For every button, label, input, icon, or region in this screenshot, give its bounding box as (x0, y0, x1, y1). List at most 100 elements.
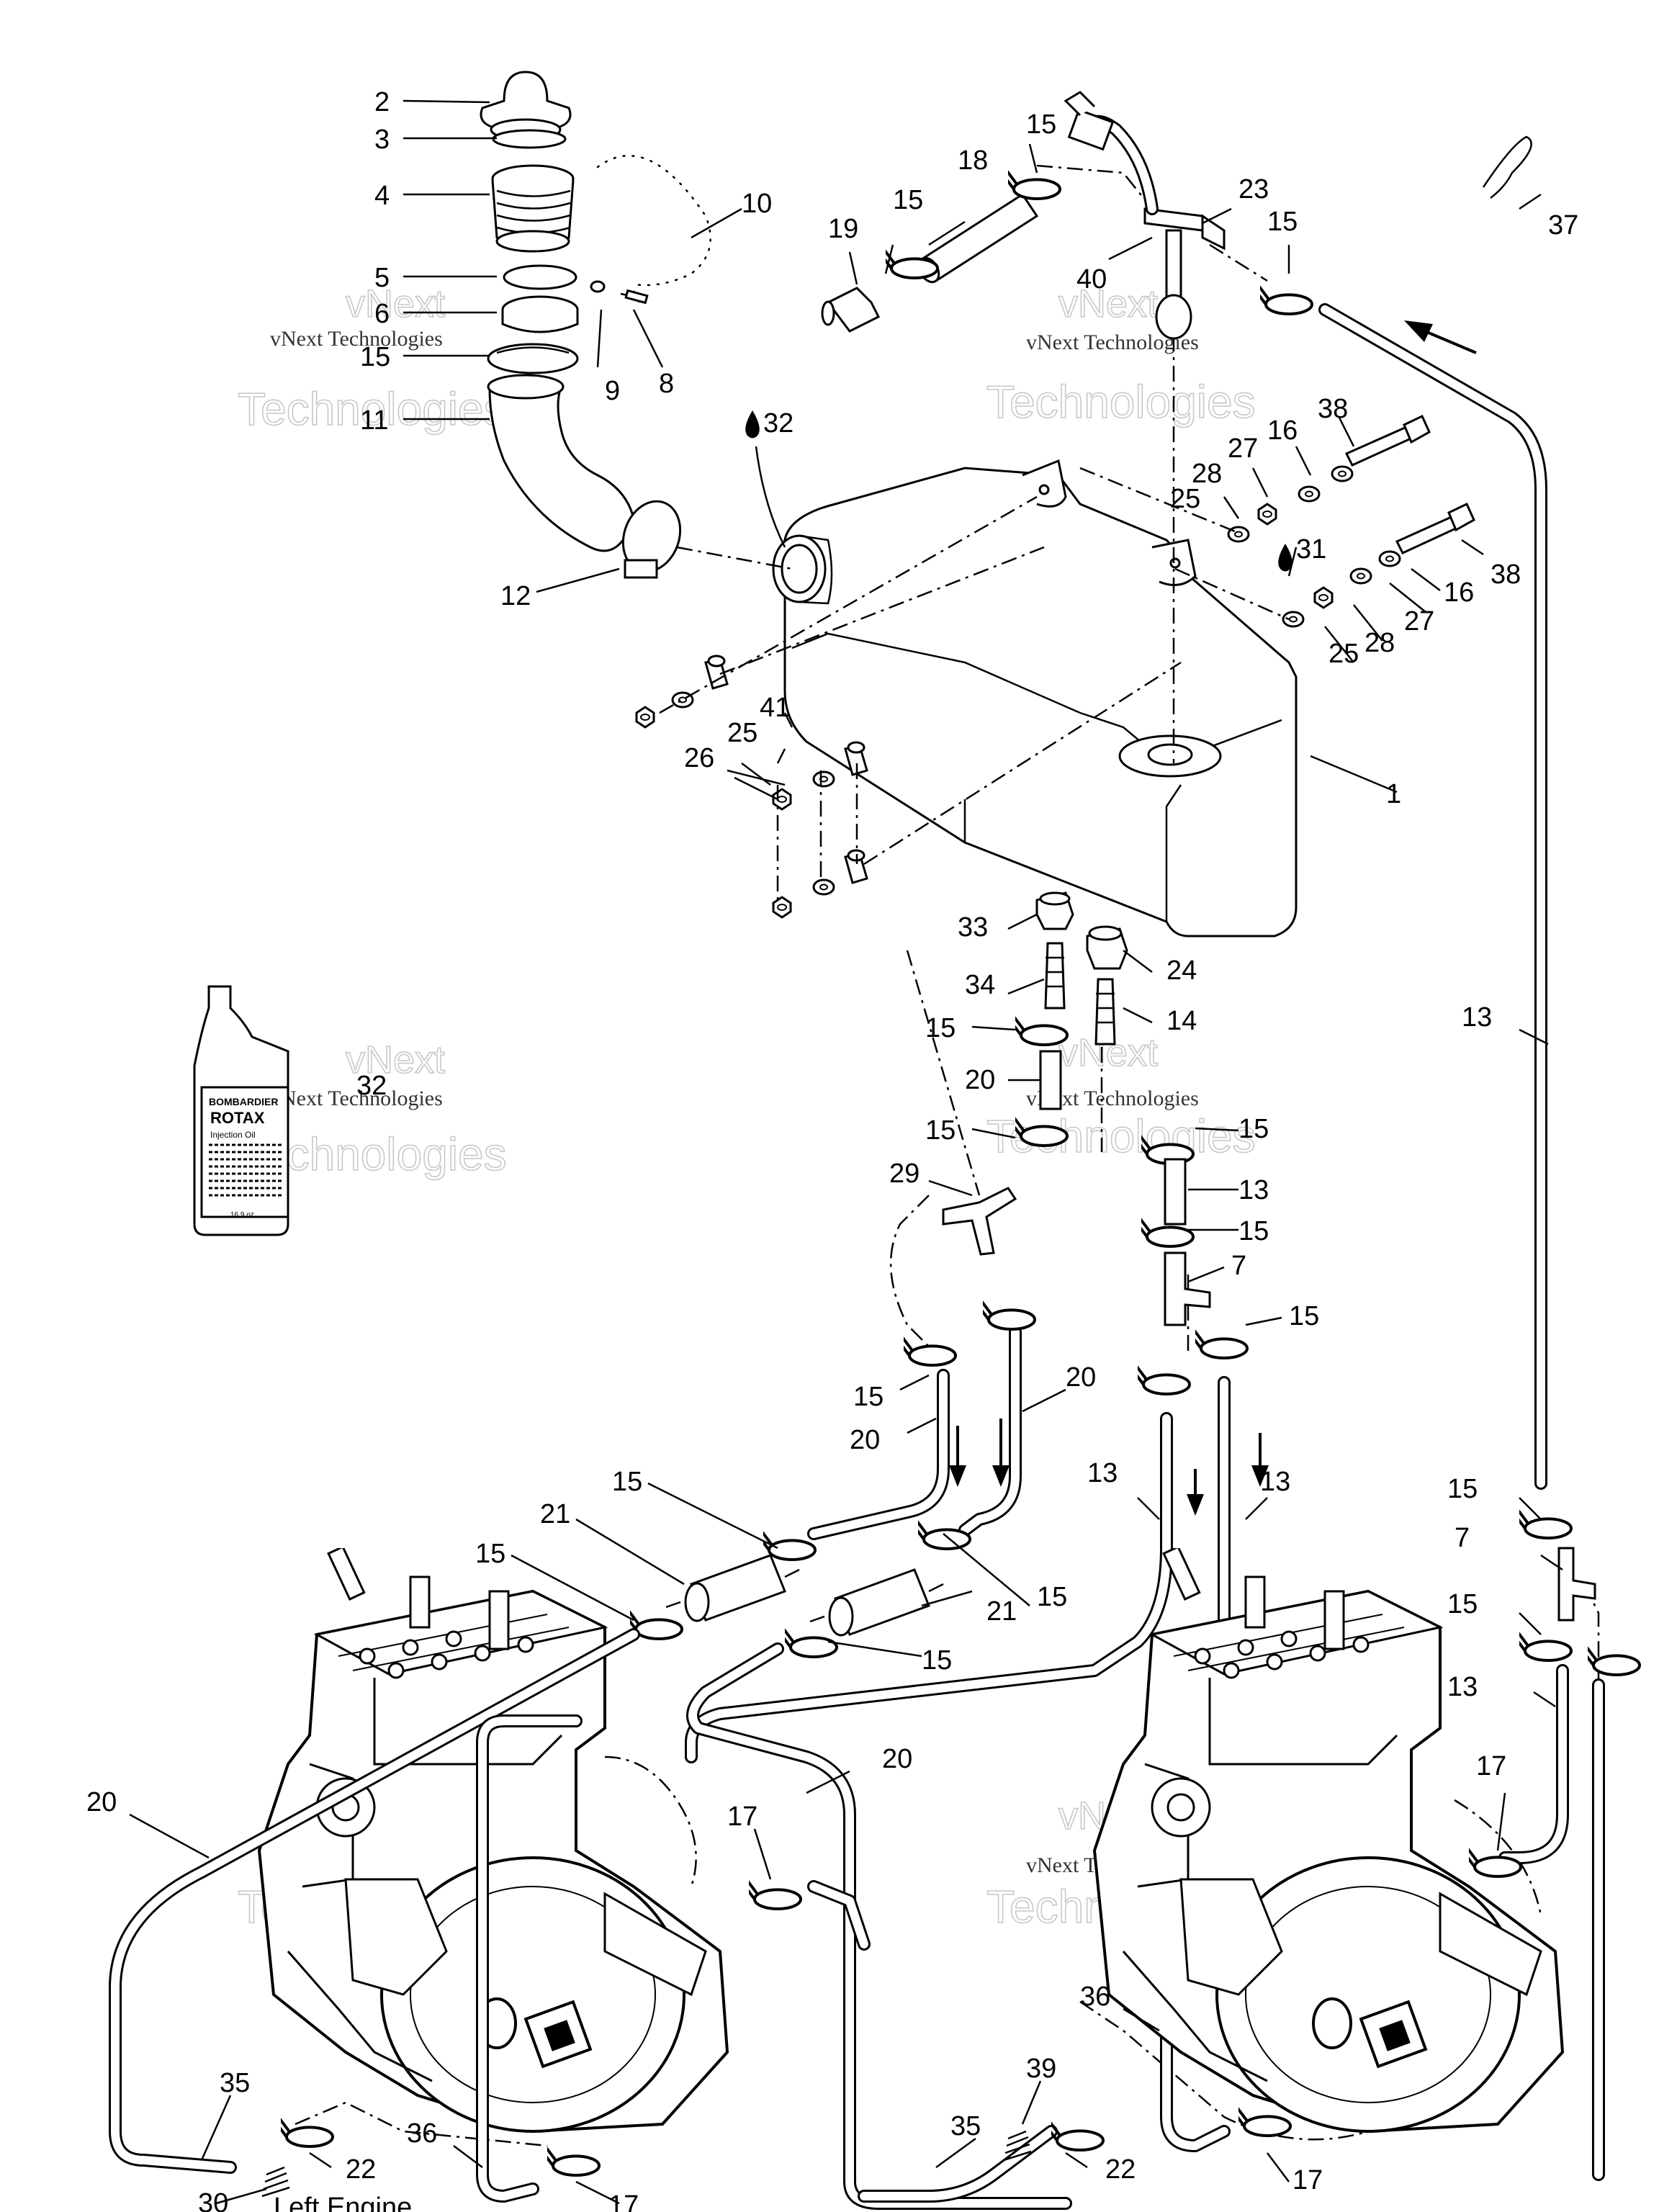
clamp-15-h (898, 1336, 956, 1365)
callout-17: 17 (1292, 2165, 1323, 2195)
callout-30: 30 (198, 2188, 228, 2212)
callout-25: 25 (727, 718, 757, 748)
callout-15: 15 (475, 1539, 505, 1569)
clamp-15-q (1514, 1632, 1571, 1660)
callout-20: 20 (965, 1065, 995, 1095)
clamp-15-r (1582, 1646, 1640, 1675)
callout-13: 13 (1462, 1002, 1492, 1033)
callout-7: 7 (1231, 1251, 1246, 1281)
clamp-15-d (1010, 1016, 1067, 1045)
callout-35: 35 (950, 2111, 981, 2141)
svg-text:vNext: vNext (1058, 282, 1158, 325)
clamp-15-p (1514, 1509, 1571, 1538)
svg-text:Technologies: Technologies (986, 376, 1256, 428)
y-fitting-29 (942, 1187, 1017, 1256)
elbow-34 (1044, 942, 1066, 1010)
left-engine-label: Left Engine (274, 2193, 412, 2212)
callout-15: 15 (1447, 1589, 1478, 1619)
callout-25: 25 (1328, 639, 1359, 669)
callout-13: 13 (1260, 1467, 1290, 1497)
callout-26: 26 (684, 743, 714, 773)
callout-31: 31 (1296, 534, 1326, 565)
hose-20-right-filter (958, 1326, 1022, 1537)
grommet-33 (1035, 891, 1074, 930)
callout-21: 21 (540, 1499, 570, 1529)
clamp-15-k (1132, 1365, 1190, 1394)
callout-15: 15 (1026, 109, 1056, 140)
callout-24: 24 (1166, 956, 1197, 986)
callout-6: 6 (374, 299, 390, 329)
callout-20: 20 (850, 1425, 880, 1455)
hose-20-left-long (109, 1628, 640, 2174)
clamp-22-right (1046, 2121, 1103, 2150)
hose-13-lower-right (1498, 1664, 1605, 2181)
svg-text:16.9 oz: 16.9 oz (230, 1211, 254, 1219)
callout-36: 36 (407, 2118, 437, 2149)
callout-33: 33 (958, 912, 988, 943)
callout-13: 13 (1087, 1458, 1118, 1488)
check-valve (821, 287, 881, 333)
callout-15: 15 (925, 1013, 956, 1043)
callout-25: 25 (1170, 484, 1200, 514)
callout-35: 35 (220, 2068, 250, 2098)
callout-11: 11 (360, 405, 388, 436)
callout-17: 17 (727, 1802, 757, 1832)
oil-bottle: BOMBARDIER ROTAX Injection Oil 16.9 oz (193, 985, 289, 1236)
callout-9: 9 (605, 376, 620, 406)
callout-19: 19 (828, 214, 858, 244)
hose-20-left-filter (807, 1369, 950, 1540)
filler-hose (488, 384, 635, 552)
clamp-15-i (977, 1300, 1035, 1329)
bead-chain (596, 155, 711, 287)
return-hose-right (1318, 303, 1547, 1490)
callout-15: 15 (1289, 1301, 1319, 1331)
tee-fitting-7-right (1557, 1547, 1596, 1622)
tie-strap (1482, 135, 1532, 199)
callout-15: 15 (893, 185, 923, 215)
callout-8: 8 (659, 369, 674, 399)
callout-40: 40 (1076, 264, 1107, 295)
svg-text:vNext Technologies: vNext Technologies (270, 327, 443, 351)
callout-22: 22 (1105, 2154, 1136, 2185)
oil-drop-icon (1278, 544, 1292, 572)
callout-27: 27 (1404, 606, 1434, 637)
flow-arrows-down (949, 1419, 1269, 1516)
tee-fitting-vent (1064, 91, 1226, 340)
tank-clamp (621, 500, 682, 579)
oil-drop-icon (745, 410, 760, 439)
callout-13: 13 (1447, 1672, 1478, 1702)
callout-20: 20 (882, 1744, 912, 1774)
clamp-22-left (275, 2118, 333, 2146)
callout-15: 15 (360, 342, 390, 372)
callout-20: 20 (86, 1787, 117, 1817)
callout-34: 34 (965, 970, 995, 1000)
callout-29: 29 (889, 1159, 920, 1189)
callout-22: 22 (346, 2154, 376, 2185)
leader-lines (129, 99, 1563, 2205)
hose-13-short (1164, 1158, 1187, 1226)
assembly-lines (295, 164, 1600, 2147)
callout-39: 39 (1026, 2054, 1056, 2084)
oil-filter-right (809, 1568, 944, 1637)
callout-16: 16 (1267, 415, 1298, 446)
clamp-15-a (1002, 170, 1060, 199)
clamp-filler (487, 343, 579, 374)
svg-text:Injection Oil: Injection Oil (210, 1130, 256, 1140)
fitting-14 (1094, 978, 1116, 1046)
clamp-15-c (1254, 285, 1312, 314)
callout-36: 36 (1080, 1982, 1110, 2012)
hose-17-mid (807, 1880, 871, 1951)
callout-15: 15 (925, 1115, 956, 1146)
svg-text:BOMBARDIER: BOMBARDIER (209, 1096, 278, 1107)
callout-15: 15 (1238, 1114, 1269, 1144)
callout-15: 15 (612, 1467, 642, 1497)
callout-1: 1 (1386, 779, 1401, 809)
flow-arrow (1404, 320, 1477, 354)
callout-13: 13 (1238, 1175, 1269, 1205)
callout-32: 32 (356, 1071, 387, 1101)
svg-text:vNext: vNext (346, 282, 445, 325)
callout-5: 5 (374, 263, 390, 293)
callout-15: 15 (922, 1645, 952, 1676)
callout-3: 3 (374, 125, 390, 155)
